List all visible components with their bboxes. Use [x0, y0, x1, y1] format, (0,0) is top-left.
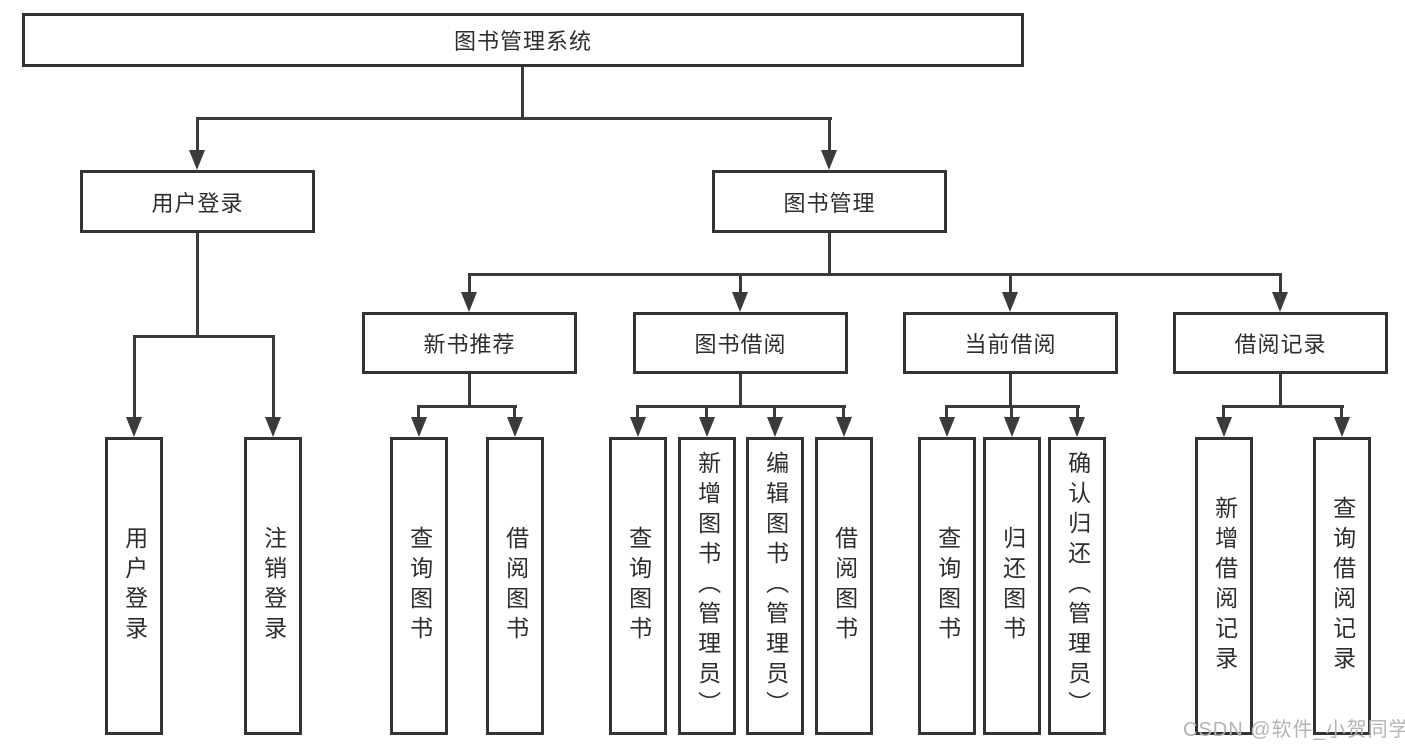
- connector-drop: [417, 405, 420, 419]
- leaf-query-books-current: 查询图书: [918, 437, 976, 735]
- connector-drop: [842, 405, 845, 419]
- connector-drop: [1009, 273, 1012, 294]
- leaf-return-books: 归还图书: [983, 437, 1041, 735]
- leaf-label: 编辑图书（管理员）: [762, 451, 789, 721]
- connector-drop: [196, 117, 199, 153]
- arrowhead-down: [189, 150, 205, 170]
- connector-drop: [828, 117, 831, 153]
- arrowhead-down: [1334, 417, 1350, 437]
- leaf-label: 查询借阅记录: [1329, 496, 1356, 676]
- leaf-borrow-books: 借阅图书: [815, 437, 873, 735]
- arrowhead-down: [821, 150, 837, 170]
- arrowhead-down: [1272, 292, 1288, 312]
- connector-drop: [133, 335, 136, 419]
- leaf-label: 借阅图书: [502, 526, 529, 646]
- connector-drop: [1279, 273, 1282, 294]
- connector-bar: [1222, 405, 1344, 408]
- connector-drop: [1010, 405, 1013, 419]
- arrowhead-down: [126, 417, 142, 437]
- arrowhead-down: [1069, 417, 1085, 437]
- connector-bar: [468, 273, 1282, 276]
- connector-stem: [1009, 373, 1012, 407]
- node-label: 用户登录: [151, 190, 244, 216]
- node-label: 借阅记录: [1234, 332, 1327, 357]
- node-user-login: 用户登录: [80, 170, 315, 233]
- arrowhead-down: [732, 292, 748, 312]
- connector-stem: [468, 373, 471, 407]
- leaf-borrow-books-recommend: 借阅图书: [486, 437, 544, 735]
- arrowhead-down: [699, 417, 715, 437]
- node-label: 当前借阅: [964, 332, 1057, 357]
- leaf-label: 归还图书: [999, 526, 1026, 646]
- node-label: 图书借阅: [694, 332, 787, 357]
- connector-drop: [513, 405, 516, 419]
- leaf-label: 查询图书: [625, 526, 652, 646]
- connector-drop: [272, 335, 275, 419]
- leaf-label: 新增借阅记录: [1211, 496, 1238, 676]
- arrowhead-down: [836, 417, 852, 437]
- leaf-user-login: 用户登录: [105, 437, 163, 735]
- arrowhead-down: [1004, 417, 1020, 437]
- connector-stem: [196, 233, 199, 337]
- connector-drop: [1340, 405, 1343, 419]
- connector-drop: [636, 405, 639, 419]
- arrowhead-down: [767, 417, 783, 437]
- node-root-label: 图书管理系统: [453, 29, 592, 54]
- connector-bar: [636, 405, 846, 408]
- connector-stem: [739, 373, 742, 407]
- leaf-query-books-borrow: 查询图书: [609, 437, 667, 735]
- arrowhead-down: [630, 417, 646, 437]
- connector-bar: [133, 335, 275, 338]
- arrowhead-down: [265, 417, 281, 437]
- node-book-borrow: 图书借阅: [633, 312, 848, 374]
- arrowhead-down: [411, 417, 427, 437]
- leaf-query-borrow-record: 查询借阅记录: [1313, 437, 1371, 735]
- leaf-query-books-recommend: 查询图书: [390, 437, 448, 735]
- node-new-book-recommend: 新书推荐: [362, 312, 577, 374]
- connector-drop: [1076, 405, 1079, 419]
- leaf-confirm-return-admin: 确认归还（管理员）: [1048, 437, 1106, 735]
- leaf-add-borrow-record: 新增借阅记录: [1195, 437, 1253, 735]
- leaf-add-books-admin: 新增图书（管理员）: [678, 437, 736, 735]
- leaf-label: 借阅图书: [831, 526, 858, 646]
- node-borrow-records: 借阅记录: [1173, 312, 1388, 374]
- connector-drop: [739, 273, 742, 294]
- leaf-label: 用户登录: [121, 526, 148, 646]
- arrowhead-down: [507, 417, 523, 437]
- leaf-label: 查询图书: [934, 526, 961, 646]
- connector-stem: [828, 233, 831, 275]
- csdn-watermark: CSDN @软件_小贺同学: [1183, 719, 1405, 741]
- leaf-label: 注销登录: [260, 526, 287, 646]
- node-label: 图书管理: [783, 190, 876, 216]
- leaf-label: 新增图书（管理员）: [694, 451, 721, 721]
- node-root: 图书管理系统: [22, 13, 1024, 67]
- connector-drop: [468, 273, 471, 294]
- arrowhead-down: [1002, 292, 1018, 312]
- arrowhead-down: [939, 417, 955, 437]
- node-book-management: 图书管理: [712, 170, 947, 233]
- leaf-logout: 注销登录: [244, 437, 302, 735]
- connector-bar: [196, 117, 832, 120]
- leaf-edit-books-admin: 编辑图书（管理员）: [746, 437, 804, 735]
- connector-stem: [1279, 373, 1282, 407]
- leaf-label: 确认归还（管理员）: [1064, 451, 1091, 721]
- connector-drop: [773, 405, 776, 419]
- connector-stem: [521, 67, 524, 119]
- arrowhead-down: [461, 292, 477, 312]
- connector-drop: [1222, 405, 1225, 419]
- connector-drop: [945, 405, 948, 419]
- arrowhead-down: [1216, 417, 1232, 437]
- connector-drop: [705, 405, 708, 419]
- node-current-borrow: 当前借阅: [903, 312, 1118, 374]
- leaf-label: 查询图书: [406, 526, 433, 646]
- node-label: 新书推荐: [423, 332, 516, 357]
- connector-bar: [417, 405, 517, 408]
